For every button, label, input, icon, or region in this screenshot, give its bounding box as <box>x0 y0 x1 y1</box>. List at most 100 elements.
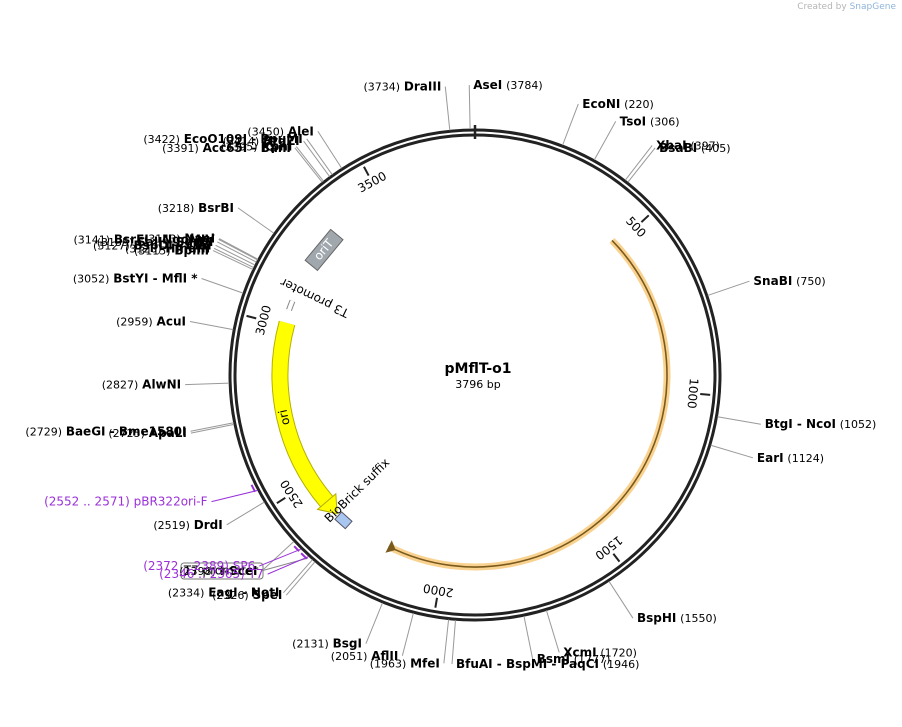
restriction-site-label: (2725) ApaLI <box>108 426 187 440</box>
t7-promoter-box <box>180 562 264 580</box>
enzyme-name: AcuI <box>157 315 186 329</box>
restriction-site-label: (3115) BpmI <box>134 244 209 258</box>
ori-label: ori <box>276 408 293 426</box>
primer-name: SP6 <box>233 559 256 573</box>
restriction-site-label: XbaI (397) <box>656 138 720 152</box>
restriction-site-label: (3127) BspDI - ClaI <box>93 238 212 252</box>
site-leader-line <box>401 613 414 656</box>
enzyme-name: BfuAI - BspMI - PaqCI <box>456 657 599 671</box>
enzyme-name: SpeI <box>252 588 282 602</box>
tick-mark <box>640 214 650 223</box>
enzyme-position: (2326) <box>212 589 249 602</box>
restriction-site-label: TsoI (306) <box>620 114 680 128</box>
enzyme-position: (3143) <box>144 233 181 246</box>
enzyme-position: (3450) <box>247 125 284 138</box>
tick-label: 2500 <box>277 477 305 510</box>
restriction-site-label: (3414) BtgZI <box>223 134 300 148</box>
site-leader-line <box>190 423 235 434</box>
enzyme-position: (405) <box>701 142 731 155</box>
enzyme-position: (3120) <box>125 242 162 255</box>
site-leader-line <box>545 610 560 653</box>
tick-label: 3500 <box>355 169 389 196</box>
restriction-site-label: EarI (1124) <box>757 451 824 465</box>
enzyme-position: (2729) <box>25 425 62 438</box>
enzyme-name: NaeI <box>184 232 215 246</box>
enzyme-name: BstYI - MflI * <box>113 271 198 285</box>
primer-label: (2346 .. 2365) T7 <box>159 567 264 581</box>
site-leader-line <box>707 280 750 296</box>
site-leader-line <box>217 241 257 263</box>
primer-name: T7 <box>248 567 264 581</box>
enzyme-name: BsgI <box>333 637 362 651</box>
site-leader-line <box>185 382 230 386</box>
site-leader-line <box>215 244 256 266</box>
restriction-site-label: (3391) Acc65I - BanI <box>162 141 291 155</box>
primer-position: (2346 .. 2365) <box>159 567 245 581</box>
restriction-site-label: (2398) I-SceI <box>179 564 257 578</box>
enzyme-name: XbaI <box>656 138 686 152</box>
restriction-site-label: (3141) BsrFI - NgoMIV <box>73 232 215 246</box>
plasmid-length: 3796 bp <box>455 378 500 391</box>
orf-feature-arrowhead <box>385 540 396 553</box>
enzyme-position: (3052) <box>73 272 110 285</box>
site-leader-line <box>218 238 259 260</box>
site-leader-line <box>444 86 451 131</box>
tick-mark <box>246 314 257 320</box>
plasmid-name: pMflT-o1 <box>445 361 512 377</box>
site-leader-line <box>306 138 333 175</box>
enzyme-name: Acc65I - BanI <box>203 141 291 155</box>
restriction-site-label: BfuAI - BspMI - PaqCI (1946) <box>456 657 639 671</box>
restriction-site-label: SnaBI (750) <box>753 274 825 288</box>
site-leader-line <box>717 416 761 425</box>
site-leader-line <box>226 501 265 526</box>
enzyme-position: (3422) <box>143 133 180 146</box>
orf-feature-arc <box>388 239 668 568</box>
primer-label: (2372 .. 2389) SP6 <box>143 559 255 573</box>
site-leader-line <box>627 147 656 183</box>
restriction-site-label: (3135) SalI - SgrDI <box>97 235 214 249</box>
orf-feature-glow <box>387 238 671 571</box>
site-leader-line <box>283 559 313 594</box>
enzyme-position: (1720) <box>600 647 637 660</box>
enzyme-name: HindIII <box>165 241 210 255</box>
restriction-sites: (3734) DraIII(1963) MfeI(2051) AflII(213… <box>25 78 876 671</box>
site-leader-line <box>317 131 343 169</box>
enzyme-position: (3135) <box>97 236 134 249</box>
enzyme-name: I-SceI <box>220 564 258 578</box>
restriction-site-label: BsaBI (405) <box>659 141 730 155</box>
enzyme-name: SalI - SgrDI <box>137 235 213 249</box>
site-leader-line <box>608 581 634 619</box>
site-leader-line <box>523 615 534 660</box>
enzyme-name: DraIII <box>404 80 441 94</box>
primer-leader-line <box>211 489 258 503</box>
enzyme-position: (3734) <box>364 81 401 94</box>
enzyme-position: (1946) <box>603 658 640 671</box>
site-leader-line <box>593 121 617 161</box>
enzyme-position: (2959) <box>116 316 153 329</box>
tick-label: 1000 <box>684 378 701 410</box>
restriction-site-label: (3052) BstYI - MflI * <box>73 271 198 285</box>
site-leader-line <box>294 147 323 183</box>
primer-position: (2552 .. 2571) <box>44 495 130 509</box>
enzyme-name: AleI <box>288 124 314 138</box>
enzyme-name: KpnI <box>261 140 292 154</box>
tick-mark <box>363 166 370 177</box>
tick-label: 2000 <box>422 581 454 600</box>
enzyme-position: (3115) <box>134 245 171 258</box>
promoter-feature-fill <box>287 300 295 311</box>
restriction-site-label: (3120) HindIII <box>125 241 210 255</box>
enzyme-position: (220) <box>624 98 654 111</box>
enzyme-position: (3141) <box>73 233 110 246</box>
enzyme-name: MfeI <box>410 656 440 670</box>
restriction-site-label: (2827) AlwNI <box>102 378 181 392</box>
enzyme-position: (1550) <box>680 612 717 625</box>
enzyme-name: EarI <box>757 451 784 465</box>
restriction-site-label: BspHI (1550) <box>637 611 717 625</box>
enzyme-name: BaeGI - Bme1580I <box>66 424 187 438</box>
enzyme-name: SnaBI <box>753 274 792 288</box>
enzyme-name: BtgZI <box>263 134 300 148</box>
site-leader-line <box>303 140 331 177</box>
tick-mark <box>434 597 439 608</box>
enzyme-name: EagI - NotI <box>208 586 279 600</box>
